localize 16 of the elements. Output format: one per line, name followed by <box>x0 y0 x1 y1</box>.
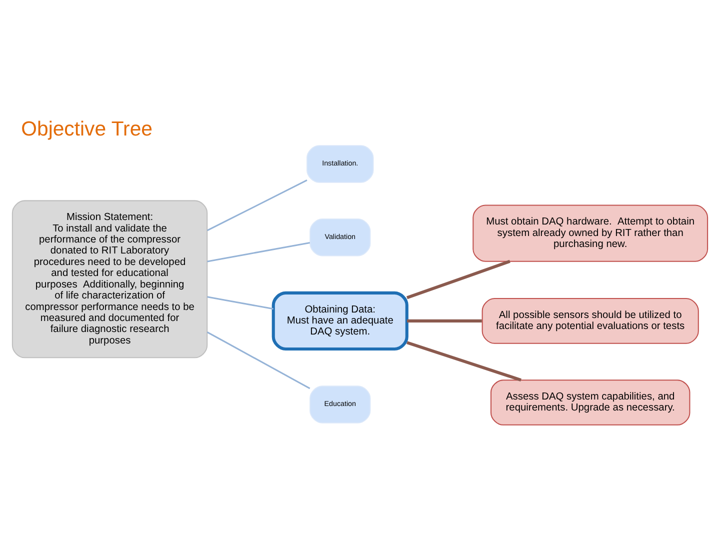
node-box: Assess DAQ system capabilities, and requirements. Upgrade as necessary. <box>490 380 690 426</box>
connector <box>406 341 522 382</box>
connector <box>207 296 274 310</box>
connector <box>207 242 310 262</box>
node-box: Obtaining Data: Must have an adequate DAQ system. <box>272 291 408 351</box>
node-box: Education <box>310 386 371 424</box>
diagram-title: Objective Tree <box>21 118 153 140</box>
connector <box>206 331 310 390</box>
node-box: Installation. <box>306 145 374 183</box>
node-box: Mission Statement: To install and validate the performance of the compressor donated to RIT Laboratory procedures need to be developed and tested for educational purposes Additionally, beginning of life characterization of compressor performance needs to be measured and documented for failure diagnostic research purposes <box>12 200 208 358</box>
node-box: All possible sensors should be utilized to facilitate any potential evaluations or tests <box>482 298 699 344</box>
node-box: Must obtain DAQ hardware. Attempt to obtain system already owned by RIT rather than purchasing new. <box>472 204 708 262</box>
connector <box>206 180 308 232</box>
node-box: Validation <box>310 218 371 256</box>
connector <box>407 319 482 322</box>
connector <box>406 260 510 300</box>
